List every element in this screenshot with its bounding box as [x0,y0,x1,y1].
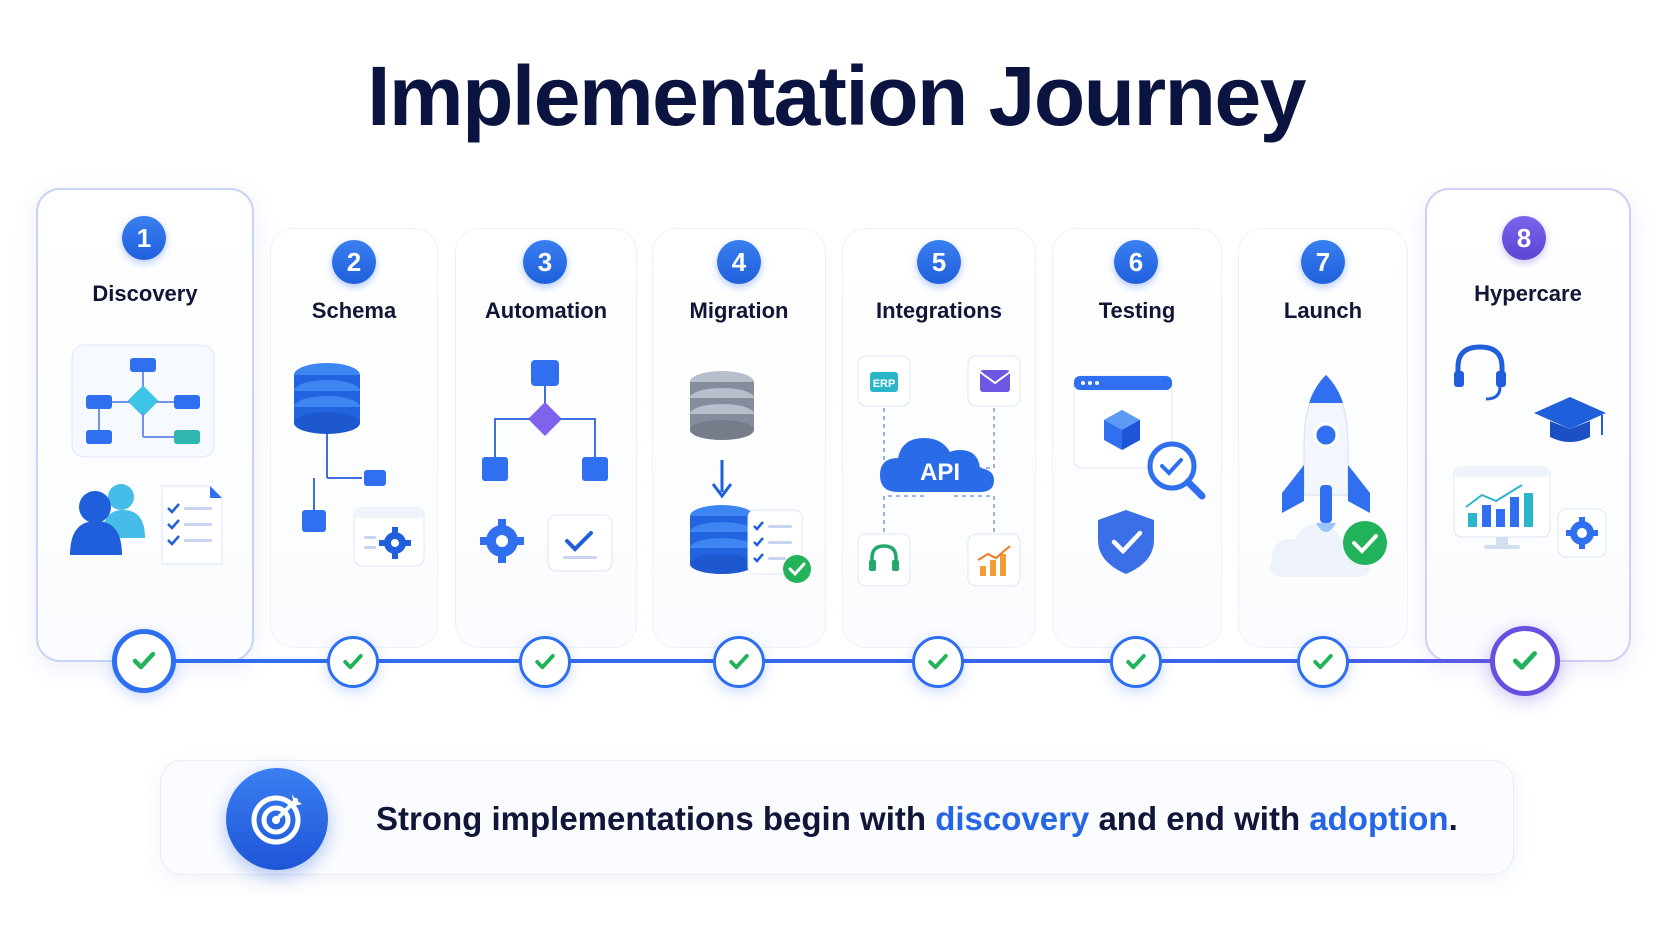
schema-tree-icon [313,434,362,510]
analytics-icon [967,533,1021,587]
step-card-hypercare[interactable] [1425,188,1631,662]
gear-icon [480,519,524,563]
schema-illustration [294,363,425,567]
step-complete-check[interactable] [519,636,571,688]
testing-illustration [1073,375,1206,574]
timeline-track [140,659,1530,663]
tagline-part: Strong implementations begin with [376,800,936,837]
step-complete-check[interactable] [713,636,765,688]
erp-label: ERP [873,378,896,390]
discovery-illustration [70,344,223,565]
step-number-badge: 8 [1502,216,1546,260]
dashboard-monitor-icon [1453,466,1551,549]
target-database-icon [690,505,754,574]
gear-icon [1557,508,1607,558]
checkmark-icon [928,653,948,670]
check-window-icon [547,514,613,572]
launch-illustration [1270,374,1387,577]
erp-icon: ERP [857,355,911,407]
checkmark-icon [729,653,749,670]
step-complete-check[interactable] [1297,636,1349,688]
api-label: API [920,459,960,486]
step-label: Migration [689,298,789,323]
page-title: Implementation Journey [367,49,1306,143]
step-label: Testing [1098,298,1176,323]
shield-check-icon [1098,510,1154,574]
tagline-part: . [1448,800,1458,837]
step-number-badge: 3 [523,240,567,284]
cube-icon [1104,410,1140,450]
automation-illustration [480,360,613,572]
step-label: Discovery [92,281,198,306]
step-card-schema[interactable] [270,228,438,648]
tagline-highlight-adoption: adoption [1309,800,1449,837]
checkmark-icon [535,653,555,670]
step-label: Schema [311,298,397,323]
checkmark-icon [343,653,363,670]
step-number-badge: 7 [1301,240,1345,284]
email-icon [967,355,1021,407]
headset-icon [857,533,911,587]
step-number-badge: 2 [332,240,376,284]
step-label: Launch [1283,298,1363,323]
integrations-illustration: ERP API [857,355,1021,587]
validation-checklist-icon [747,509,811,583]
checkmark-icon [132,651,156,670]
users-icon [70,484,145,555]
rocket-icon [1282,374,1370,532]
arrow-down-icon [711,460,733,499]
magnifier-check-icon [1147,441,1206,500]
success-check-icon [1343,521,1387,565]
api-cloud-icon: API [880,438,994,492]
checkmark-icon [1126,653,1146,670]
cloud-smoke-icon [1270,523,1370,577]
step-number-badge: 4 [717,240,761,284]
tagline-part: and end with [1089,800,1310,837]
hypercare-illustration [1453,344,1607,558]
checklist-icon [161,485,223,565]
step-number-badge: 1 [122,216,166,260]
checkmark-icon [1513,651,1537,670]
database-icon [294,363,360,434]
step-number-badge: 6 [1114,240,1158,284]
graduation-cap-icon [1534,397,1606,442]
headset-icon [1454,344,1506,401]
workflow-icon [482,360,608,481]
migration-illustration [690,371,811,583]
source-database-icon [690,371,754,440]
flowchart-icon [71,344,215,458]
step-complete-check[interactable] [112,629,176,693]
step-number-badge: 5 [917,240,961,284]
step-label: Automation [484,298,608,323]
step-complete-check[interactable] [1490,626,1560,696]
checkmark-icon [1313,653,1333,670]
step-complete-check[interactable] [912,636,964,688]
step-complete-check[interactable] [1110,636,1162,688]
tagline-text: Strong implementations begin with discov… [376,800,1458,838]
tagline-banner [160,760,1514,875]
target-icon [226,768,328,870]
step-label: Integrations [876,298,1002,323]
settings-window-icon [353,507,425,567]
step-complete-check[interactable] [327,636,379,688]
tagline-highlight-discovery: discovery [935,800,1090,837]
step-label: Hypercare [1474,281,1582,306]
